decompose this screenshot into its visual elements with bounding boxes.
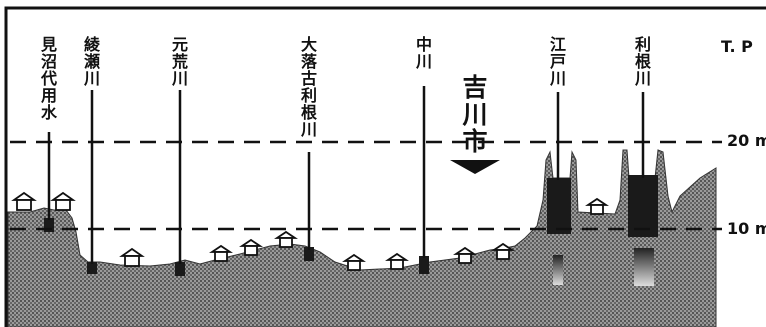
elevation-label-lower: 10 m (727, 219, 766, 238)
river-char: 代 (40, 69, 57, 88)
river-label-ootone: 大 落 古 利 根 川 (299, 36, 319, 138)
river-lines (47, 86, 645, 264)
house-icon (209, 244, 233, 262)
river-char: 水 (40, 103, 57, 122)
river-char: 川 (415, 52, 432, 71)
river-char: 川 (549, 69, 566, 88)
tone-seep (634, 248, 654, 286)
river-char: 沼 (40, 52, 57, 71)
river-char: 戸 (549, 52, 566, 71)
city-char: 川 (462, 100, 488, 129)
house-icon (385, 252, 409, 270)
river-label-ayase: 綾 瀬 川 (82, 36, 102, 87)
river-char: 中 (415, 35, 432, 54)
outer-frame (4, 6, 766, 327)
river-char: 落 (300, 52, 317, 71)
house-icon (50, 191, 76, 211)
house-icon (342, 253, 366, 271)
river-char: 元 (171, 35, 188, 54)
river-char: 川 (300, 120, 317, 139)
river-char: 根 (634, 52, 651, 71)
river-char: 瀬 (83, 52, 100, 71)
river-char: 川 (634, 69, 651, 88)
edo-seep (553, 255, 563, 285)
house-icon (491, 242, 515, 260)
river-char: 綾 (83, 35, 100, 54)
naka-channel (419, 256, 429, 274)
house-icon (453, 246, 477, 264)
ground-profile (7, 149, 717, 327)
minuma-channel (44, 218, 54, 232)
river-char: 見 (40, 35, 57, 54)
river-char: 用 (40, 86, 57, 105)
river-char: 根 (300, 103, 317, 122)
river-char: 川 (83, 69, 100, 88)
ayase-channel (87, 262, 97, 274)
ootone-channel (304, 247, 314, 261)
elevation-label-upper: 20 m (727, 131, 766, 150)
houses (11, 191, 609, 271)
tone-channel (628, 175, 658, 237)
river-label-edo: 江 戸 川 (548, 36, 568, 87)
river-char: 利 (634, 35, 651, 54)
river-char: 荒 (171, 52, 188, 71)
river-char: 大 (300, 35, 317, 54)
city-char: 市 (462, 127, 488, 156)
house-icon (274, 230, 298, 248)
river-char: 利 (300, 86, 317, 105)
house-icon (11, 191, 37, 211)
river-char: 江 (549, 35, 566, 54)
city-label: 吉 川 市 (461, 74, 489, 155)
house-icon (585, 197, 609, 215)
river-char: 川 (171, 69, 188, 88)
house-icon (119, 247, 145, 267)
river-label-motoara: 元 荒 川 (170, 36, 190, 87)
river-label-tone: 利 根 川 (633, 36, 653, 87)
city-arrow-icon (450, 160, 500, 174)
edo-channel (547, 178, 571, 234)
reference-label: T. P (721, 37, 753, 56)
house-icon (239, 238, 263, 256)
river-char: 古 (300, 69, 317, 88)
city-char: 吉 (462, 73, 488, 102)
river-label-naka: 中 川 (414, 36, 434, 70)
river-label-minuma: 見 沼 代 用 水 (39, 36, 59, 121)
motoara-channel (175, 262, 185, 276)
